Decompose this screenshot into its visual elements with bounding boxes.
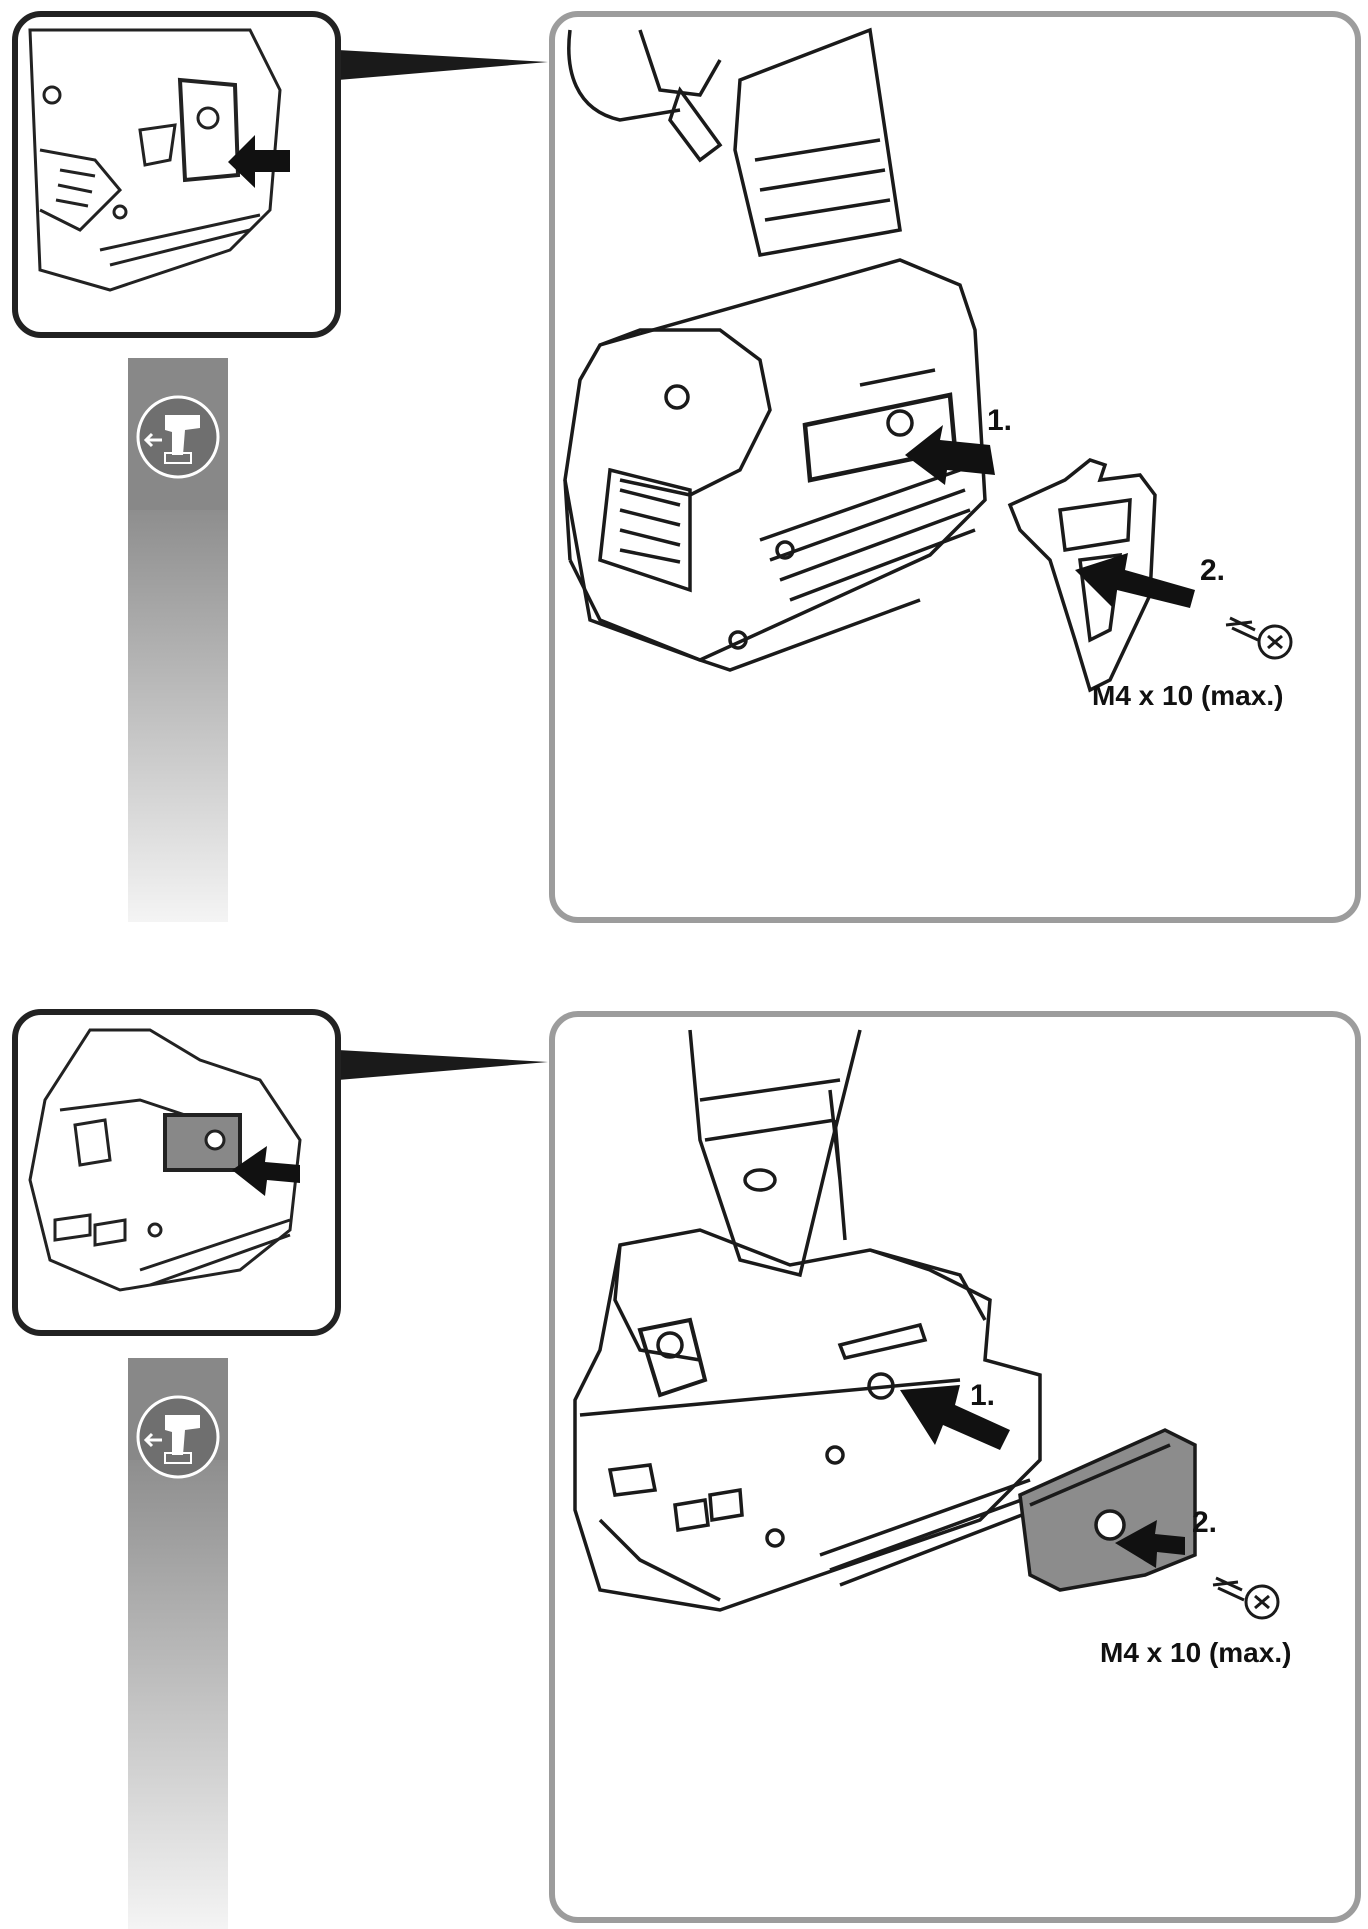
- inset-detail-view: [12, 11, 341, 338]
- arrow-icon: [232, 1146, 300, 1196]
- step1-arrow-icon: [900, 1385, 1010, 1450]
- drill-battery-remove-icon: [136, 1395, 220, 1479]
- main-frame: [549, 1011, 1361, 1923]
- step2-label: 2.: [1192, 1506, 1217, 1539]
- drill-illustration: [573, 1029, 1042, 1612]
- step2-arrow-icon: [1075, 553, 1195, 608]
- screw-spec-label: M4 x 10 (max.): [1100, 1637, 1291, 1668]
- callout-connector: [338, 1050, 548, 1080]
- drill-battery-remove-icon: [136, 395, 220, 479]
- panel-belt-clip: 1. 2. M4 x 10 (max.): [12, 11, 1361, 923]
- step1-label: 1.: [987, 404, 1012, 437]
- screw-spec-label: M4 x 10 (max.): [1092, 680, 1283, 711]
- arrow-icon: [228, 135, 290, 188]
- step2-arrow-icon: [1115, 1520, 1185, 1568]
- step1-label: 1.: [970, 1379, 995, 1412]
- screw-icon: [1212, 1576, 1280, 1620]
- sidebar-strip: [128, 358, 228, 922]
- panel-bit-holder: 1. 2. M4 x 10 (max.): [12, 1009, 1361, 1929]
- screw-icon: [1225, 616, 1293, 660]
- drill-illustration: [563, 27, 987, 672]
- inset-detail-view: [12, 1009, 341, 1336]
- callout-connector: [338, 50, 548, 80]
- step2-label: 2.: [1200, 554, 1225, 587]
- step1-arrow-icon: [905, 425, 995, 485]
- sidebar-strip: [128, 1358, 228, 1929]
